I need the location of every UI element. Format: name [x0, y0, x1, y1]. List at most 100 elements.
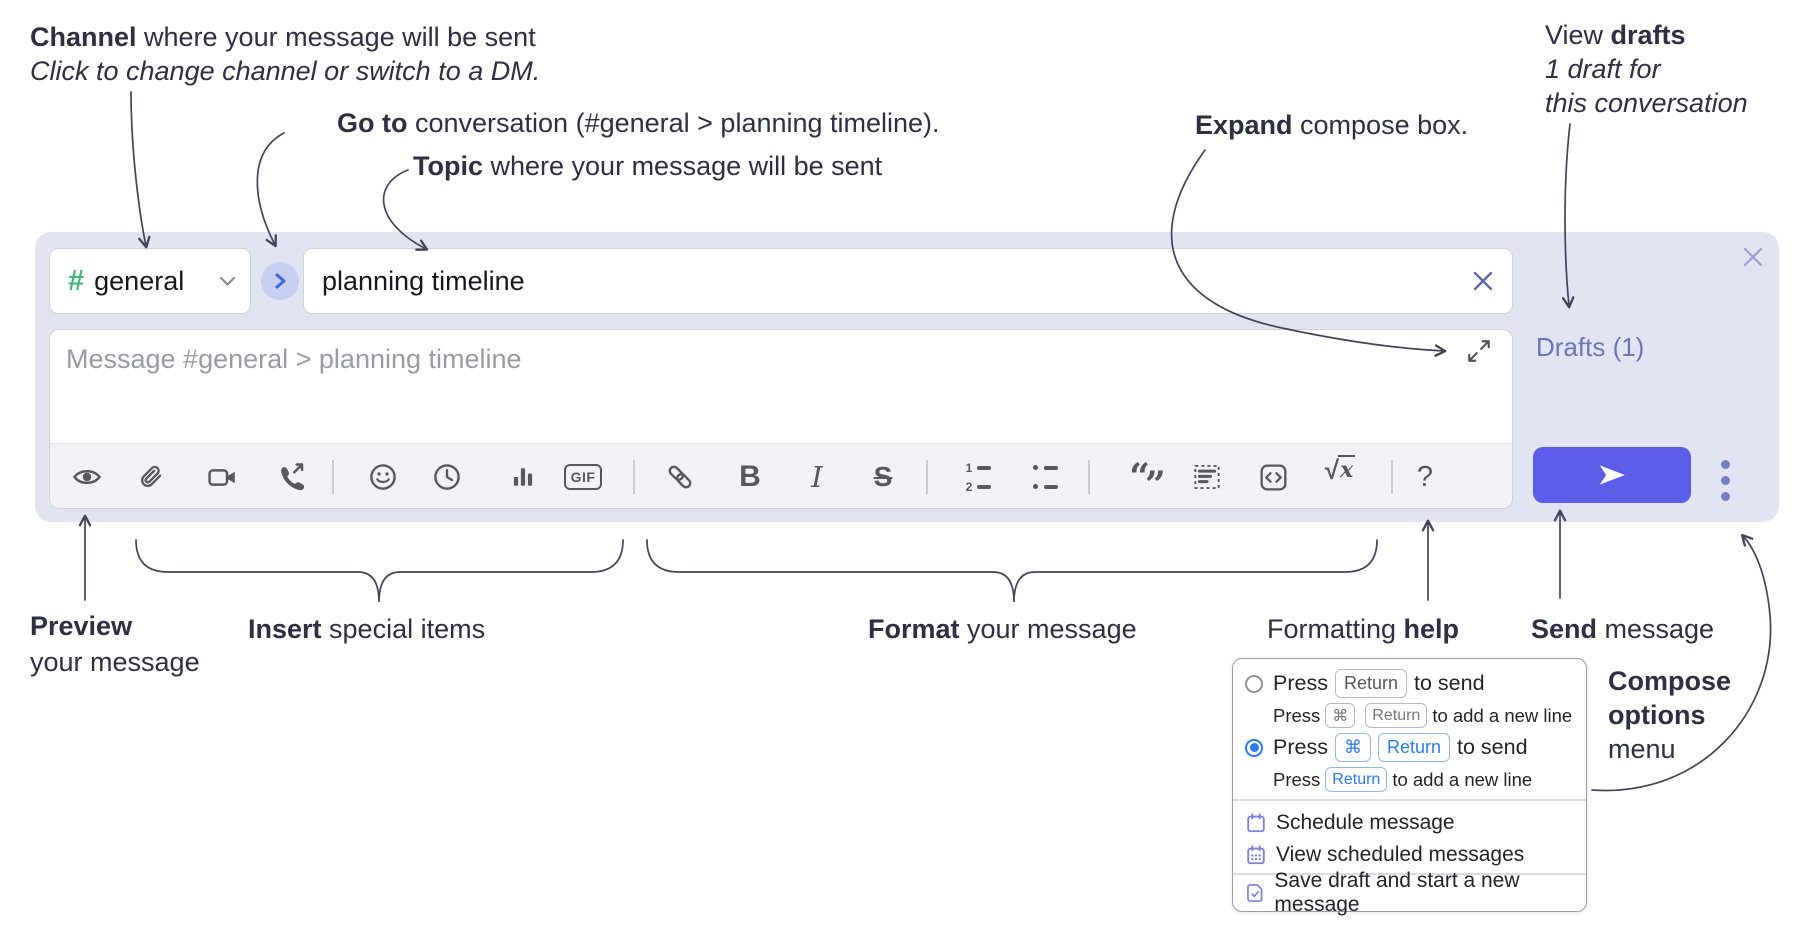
calendar-icon: [1247, 813, 1265, 833]
poll-icon[interactable]: [501, 455, 545, 499]
annotation-compose-options-line1: Compose: [1608, 666, 1732, 696]
popup-add-line-label: to add a new line: [1392, 768, 1533, 790]
bulleted-list-glyph: [1032, 462, 1058, 493]
annotation-channel: Channel where your message will be sent …: [30, 20, 540, 88]
attach-file-icon[interactable]: [128, 455, 172, 499]
annotation-expand: Expand compose box.: [1195, 108, 1468, 142]
annotation-send: Send message: [1531, 612, 1714, 646]
quote-icon[interactable]: “”: [1123, 455, 1167, 506]
annotation-topic: Topic where your message will be sent: [413, 149, 882, 183]
menu-item-label: Save draft and start a new message: [1274, 869, 1520, 916]
gif-label: GIF: [563, 464, 603, 490]
quote-close-glyph: ”: [1145, 464, 1166, 506]
popup-option-return-to-send[interactable]: Press Return to send: [1233, 669, 1586, 698]
ol-num-2: 2: [965, 479, 973, 494]
topic-input[interactable]: [304, 249, 1512, 313]
chevron-right-icon: [275, 273, 285, 289]
send-button[interactable]: [1533, 447, 1691, 503]
popup-option1-subtext: Press ⌘ Return to add a new line: [1233, 703, 1626, 728]
menu-item-view-scheduled[interactable]: View scheduled messages: [1233, 839, 1586, 871]
brace-insert-group: [135, 539, 624, 603]
bold-icon[interactable]: B: [728, 455, 772, 499]
annotation-send-bold: Send: [1531, 614, 1598, 644]
dot: [1720, 459, 1730, 469]
file-check-icon: [1247, 884, 1263, 902]
popup-add-line-label: to add a new line: [1432, 704, 1573, 726]
annotation-topic-bold: Topic: [413, 151, 483, 181]
annotation-channel-bold: Channel: [30, 22, 137, 52]
chevron-down-icon: [219, 276, 236, 287]
menu-item-schedule-message[interactable]: Schedule message: [1233, 807, 1586, 839]
preview-eye-icon[interactable]: [65, 455, 109, 499]
compose-options-menu-button[interactable]: [1712, 454, 1738, 506]
clear-topic-icon[interactable]: [1468, 266, 1498, 296]
arrow-channel: [130, 91, 151, 249]
dot: [1720, 475, 1730, 485]
kbd-return-blue: Return: [1325, 767, 1388, 792]
math-icon[interactable]: √x: [1318, 455, 1362, 499]
italic-label: I: [811, 460, 823, 494]
annotation-formatting-help-bold: help: [1403, 614, 1460, 644]
menu-item-label: View scheduled messages: [1276, 843, 1525, 866]
annotation-send-rest: message: [1597, 614, 1715, 644]
voice-call-icon[interactable]: [270, 455, 314, 499]
annotation-format-bold: Format: [868, 614, 960, 644]
popup-separator: [1233, 799, 1586, 801]
popup-press-label: Press: [1273, 768, 1321, 790]
popup-option-cmd-return-to-send[interactable]: Press ⌘ Return to send: [1233, 733, 1586, 762]
arrow-goto: [256, 132, 285, 248]
menu-item-save-draft[interactable]: Save draft and start a new message: [1233, 869, 1586, 916]
bold-label: B: [739, 460, 761, 493]
annotation-compose-options: Compose options menu: [1608, 664, 1731, 766]
annotation-insert-rest: special items: [321, 614, 486, 644]
annotation-compose-options-line3: menu: [1608, 734, 1676, 764]
annotation-goto-rest: conversation (#general > planning timeli…: [407, 108, 940, 138]
popup-press-label: Press: [1273, 671, 1328, 695]
kbd-cmd-blue: ⌘: [1334, 733, 1371, 762]
annotation-formatting-help-pre: Formatting: [1267, 614, 1404, 644]
expand-compose-icon[interactable]: [1464, 336, 1494, 366]
toolbar-divider: [633, 460, 635, 494]
drafts-link[interactable]: Drafts (1): [1536, 332, 1645, 362]
schedule-time-icon[interactable]: [425, 455, 469, 499]
kbd-return: Return: [1334, 669, 1407, 698]
formatting-help-icon[interactable]: ?: [1403, 455, 1447, 499]
video-call-icon[interactable]: [200, 455, 244, 499]
message-input[interactable]: [50, 330, 1512, 442]
italic-icon[interactable]: I: [795, 455, 839, 499]
channel-name: general: [94, 265, 185, 296]
popup-press-label: Press: [1273, 735, 1328, 759]
strikethrough-label: S: [873, 461, 893, 492]
math-x-glyph: x: [1338, 455, 1356, 483]
menu-item-label: Schedule message: [1276, 811, 1455, 834]
radio-selected-icon[interactable]: [1245, 738, 1263, 757]
radio-unselected-icon[interactable]: [1245, 674, 1263, 693]
link-icon[interactable]: [658, 455, 702, 499]
help-label: ?: [1416, 460, 1434, 493]
toolbar-divider: [926, 460, 928, 494]
spoiler-icon[interactable]: [1185, 455, 1229, 499]
numbered-list-icon[interactable]: 1 2: [956, 455, 1000, 499]
channel-selector[interactable]: # general: [49, 248, 251, 314]
annotation-topic-rest: where your message will be sent: [483, 151, 883, 181]
gif-icon[interactable]: GIF: [561, 455, 605, 499]
compose-options-popup: Press Return to send Press ⌘ Return to a…: [1232, 658, 1587, 916]
kbd-return: Return: [1365, 703, 1428, 728]
annotation-format: Format your message: [868, 612, 1137, 646]
brace-format-group: [646, 539, 1378, 603]
kbd-return-blue: Return: [1377, 733, 1450, 762]
emoji-icon[interactable]: [361, 455, 405, 499]
channel-hash-icon: #: [68, 264, 85, 297]
dot: [1720, 491, 1730, 501]
annotation-channel-rest: where your message will be sent: [136, 22, 536, 52]
code-icon[interactable]: [1251, 455, 1295, 499]
popup-to-send-label: to send: [1414, 671, 1485, 695]
close-compose-icon[interactable]: [1736, 240, 1770, 274]
go-to-conversation-button[interactable]: [261, 262, 299, 300]
popup-press-label: Press: [1273, 704, 1321, 726]
annotation-formatting-help: Formatting help: [1267, 612, 1459, 646]
bulleted-list-icon[interactable]: [1023, 455, 1067, 499]
toolbar-divider: [1088, 460, 1090, 494]
strikethrough-icon[interactable]: S: [861, 455, 905, 499]
